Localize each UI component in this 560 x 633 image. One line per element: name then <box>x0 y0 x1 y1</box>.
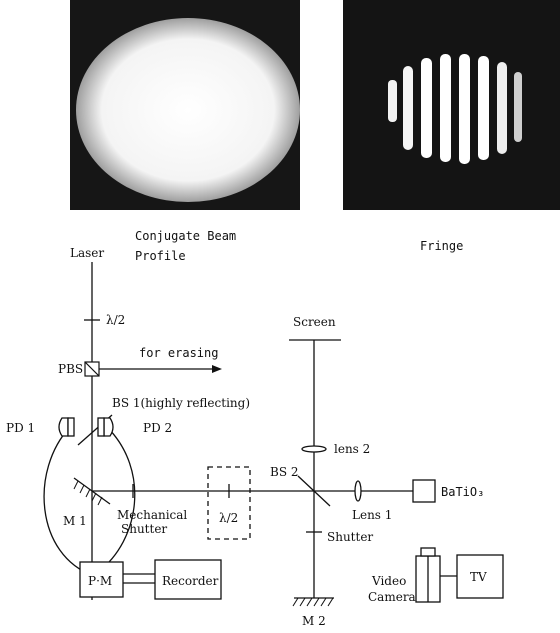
fringe-image <box>343 0 560 210</box>
recorder-label: Recorder <box>162 574 219 588</box>
half-wave-top-label: λ/2 <box>106 313 125 327</box>
m2-label: M 2 <box>302 614 326 628</box>
tv-box <box>456 554 504 599</box>
camera-label: Camera <box>368 590 416 604</box>
m2-hatch <box>292 597 334 607</box>
pbs-cube <box>84 361 100 377</box>
bs2-label: BS 2 <box>270 465 299 479</box>
pd2-detector <box>97 417 114 437</box>
caption-line-1: Conjugate Beam <box>135 229 237 243</box>
pd2-label: PD 2 <box>143 421 172 435</box>
recorder-box <box>154 559 222 600</box>
video-label: Video <box>371 574 406 588</box>
caption-line-2: Profile <box>135 249 186 263</box>
laser-label: Laser <box>70 246 104 260</box>
m1-mirror <box>73 477 111 505</box>
batio3-crystal <box>412 479 436 503</box>
mechanical-label: Mechanical <box>117 508 187 522</box>
for-erasing-label: for erasing <box>139 346 218 360</box>
pd1-detector <box>58 417 75 437</box>
screen-label: Screen <box>293 315 336 329</box>
pm-label: P·M <box>88 574 112 588</box>
conjugate-beam-caption: Conjugate Beam Profile <box>135 226 236 266</box>
shutter-label: Shutter <box>327 530 373 544</box>
erasing-arrowhead <box>212 365 222 373</box>
pbs-label: PBS <box>58 362 83 376</box>
conjugate-beam-image <box>70 0 300 210</box>
pd1-label: PD 1 <box>6 421 35 435</box>
pd2-cable <box>97 426 136 573</box>
lens-2 <box>301 445 327 453</box>
conjugate-beam-photo <box>70 0 300 210</box>
batio3-label: BaTiO₃ <box>441 485 484 499</box>
pm-box <box>79 561 124 598</box>
fringe-caption: Fringe <box>420 239 464 253</box>
half-wave-dashed-label: λ/2 <box>219 511 238 525</box>
video-camera <box>415 547 441 603</box>
half-wave-plate-dashed-box <box>207 466 251 540</box>
lens2-label: lens 2 <box>334 442 370 456</box>
bs1-label: BS 1(highly reflecting) <box>112 396 250 410</box>
lens-1 <box>354 480 362 502</box>
m1-label: M 1 <box>63 514 87 528</box>
m1-hatch <box>73 480 103 506</box>
tv-label: TV <box>470 570 487 584</box>
lens1-label: Lens 1 <box>352 508 392 522</box>
bs2-splitter <box>297 475 331 507</box>
pd1-cable <box>43 426 95 577</box>
shutter-sub-label: Shutter <box>121 522 167 536</box>
fringe-photo <box>343 0 560 210</box>
